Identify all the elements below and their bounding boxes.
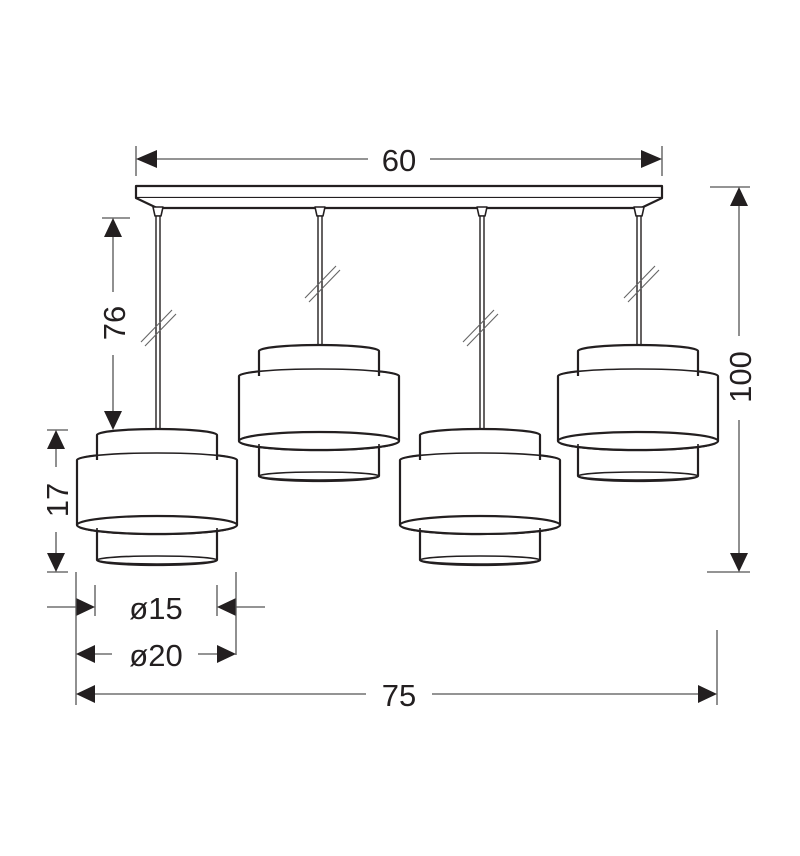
dimension-canopy-width: 60: [135, 143, 663, 178]
max-height-label: 100: [723, 351, 758, 403]
dimension-outer-diameter: ø20: [75, 572, 237, 705]
canopy-width-label: 60: [382, 143, 416, 178]
lamp-shade-2: [237, 343, 401, 483]
lamp-shade-3: [398, 427, 562, 567]
lamp-shade-1: [75, 427, 239, 567]
lamp-shade-4: [556, 343, 720, 483]
cable-length-label: 76: [97, 306, 132, 340]
inner-diameter-label: ø15: [129, 591, 182, 626]
dimension-max-height: 100: [707, 186, 758, 573]
dimension-shade-height: 17: [40, 429, 75, 573]
dimension-inner-diameter: ø15: [47, 585, 265, 626]
suspension-cables: [140, 215, 660, 431]
dimension-cable-length: 76: [97, 217, 132, 430]
shade-height-label: 17: [40, 483, 75, 517]
dimension-overall-width: 75: [76, 630, 718, 713]
overall-width-label: 75: [382, 678, 416, 713]
ceiling-canopy: [134, 184, 664, 217]
outer-diameter-label: ø20: [129, 638, 182, 673]
